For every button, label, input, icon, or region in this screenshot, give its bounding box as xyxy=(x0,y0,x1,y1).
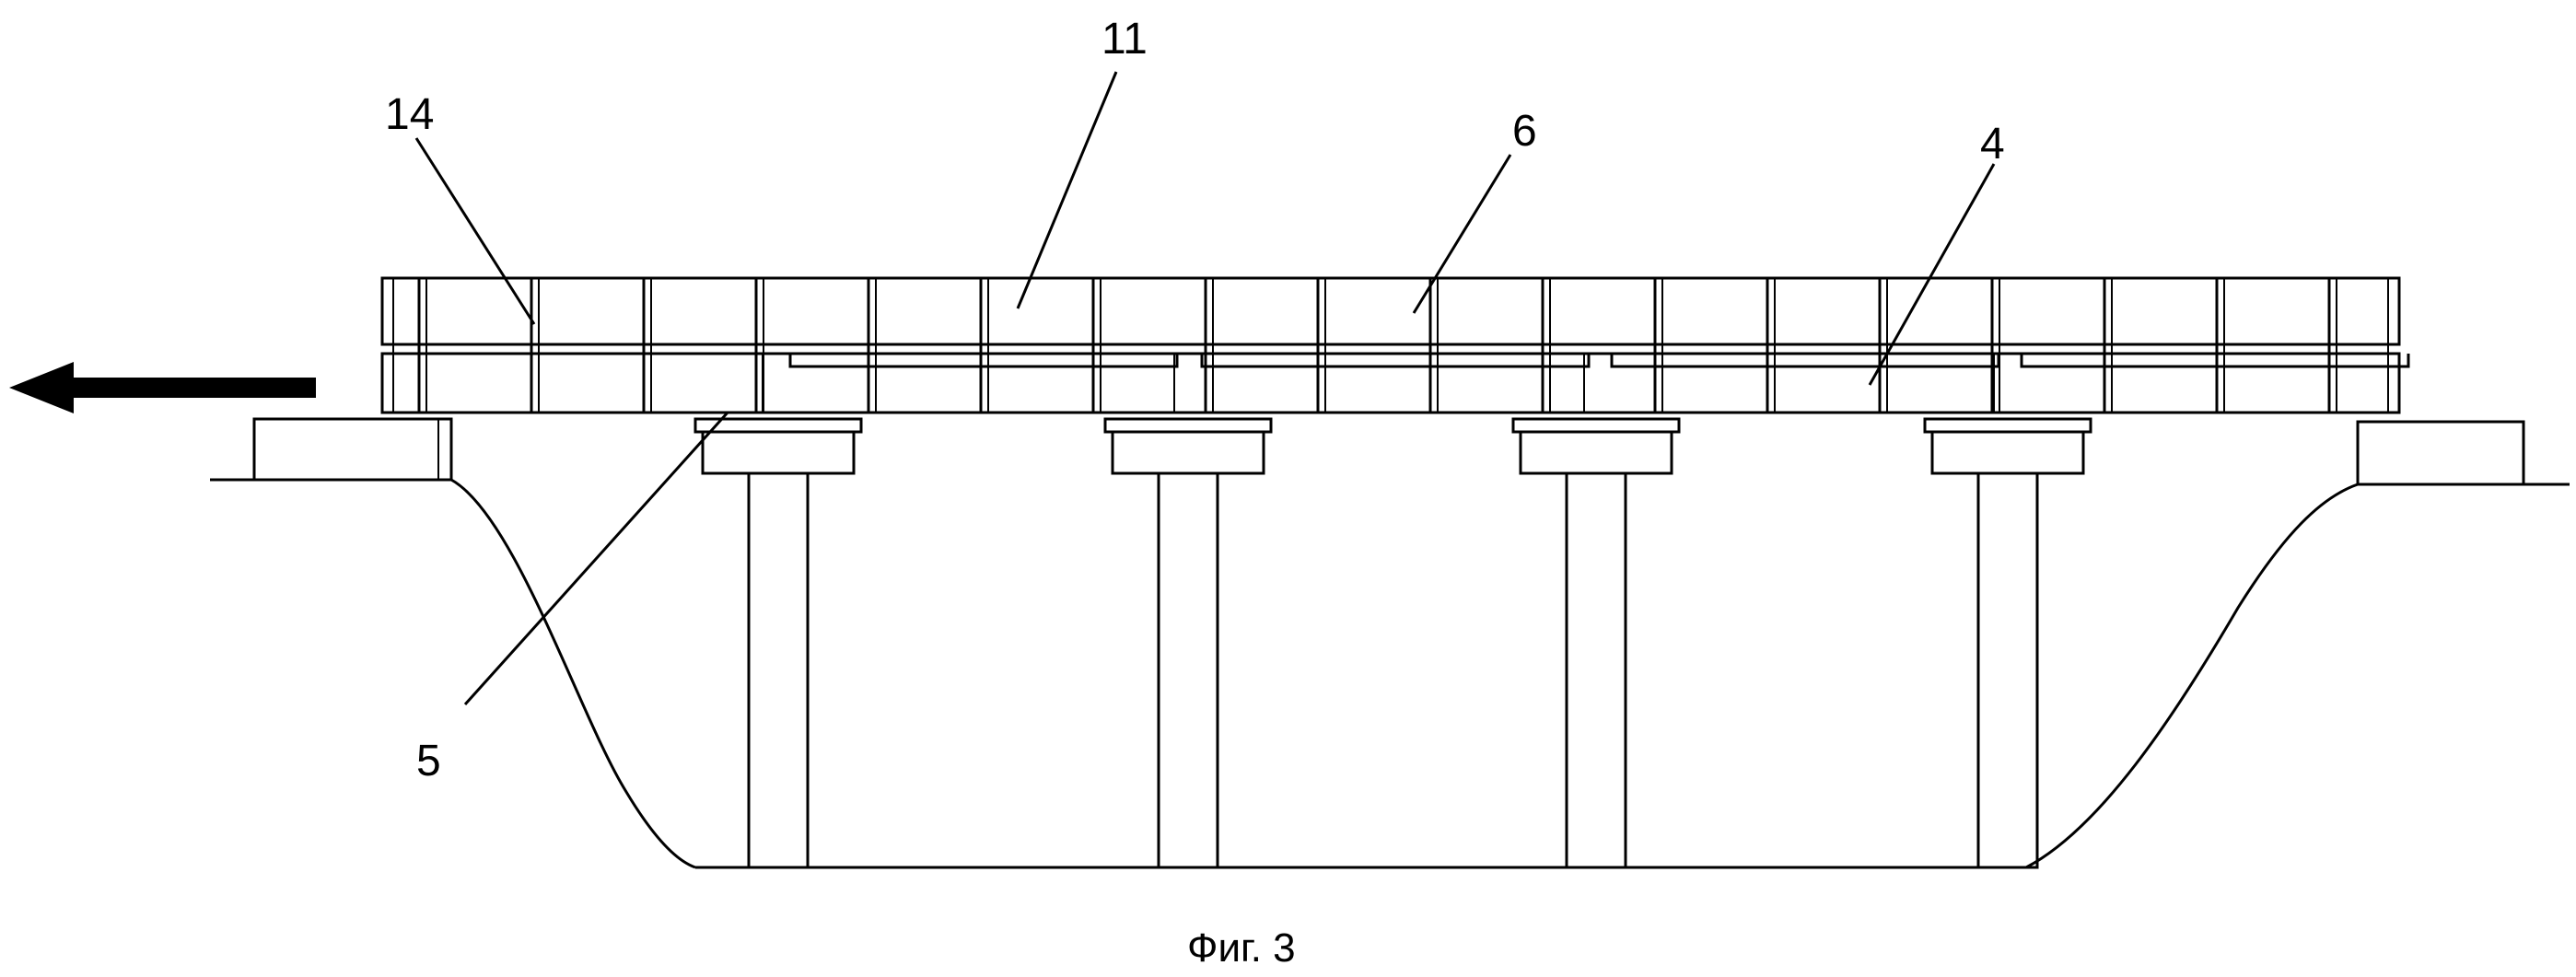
pit-right-slope xyxy=(2025,483,2359,869)
pier-column xyxy=(747,471,810,869)
inner-beam-4 xyxy=(2020,354,2410,368)
pier-cap xyxy=(1930,430,2085,475)
pier-4 xyxy=(1923,417,2092,869)
label-14: 14 xyxy=(385,90,434,139)
label-11: 11 xyxy=(1102,15,1148,64)
span-structure xyxy=(380,276,2410,414)
inner-beam-2 xyxy=(1200,354,1591,368)
arrow-icon xyxy=(9,362,316,413)
abutment-right xyxy=(2356,420,2525,486)
ground xyxy=(210,478,2570,486)
pier-bearing-plate xyxy=(1103,417,1273,434)
pier-column xyxy=(1976,471,2039,869)
label-4: 4 xyxy=(1980,120,2005,169)
pier-bearing-plate xyxy=(1511,417,1681,434)
pier-column xyxy=(1565,471,1627,869)
pier-cap xyxy=(1111,430,1265,475)
arrow-shaft xyxy=(69,378,316,398)
figure-caption: Фиг. 3 xyxy=(1187,925,1296,971)
pier-cap xyxy=(1519,430,1673,475)
pier-2 xyxy=(1103,417,1273,869)
upper-deck xyxy=(380,276,2401,346)
pit-left-slope xyxy=(450,478,696,869)
pier-cap xyxy=(701,430,856,475)
reference-labels: 14 11 6 4 5 xyxy=(385,15,2005,785)
pier-3 xyxy=(1511,417,1681,869)
pier-column xyxy=(1157,471,1219,869)
pier-1 xyxy=(694,417,863,869)
leader-11 xyxy=(1016,71,1118,309)
label-6: 6 xyxy=(1512,107,1537,156)
abutments xyxy=(252,417,2525,486)
leader-5 xyxy=(463,411,729,706)
inner-beam-1 xyxy=(788,354,1179,368)
leader-6 xyxy=(1412,154,1512,314)
leader-14 xyxy=(414,137,536,325)
lower-deck xyxy=(380,352,2401,414)
abutment-left xyxy=(252,417,453,482)
inner-beam-3 xyxy=(1610,354,2000,368)
pit-outline xyxy=(450,478,2359,869)
arrow-head xyxy=(9,362,74,413)
piers xyxy=(694,417,2092,869)
pier-bearing-plate xyxy=(1923,417,2092,434)
leader-4 xyxy=(1868,163,1996,386)
leader-lines xyxy=(414,71,1996,706)
label-5: 5 xyxy=(416,737,441,785)
